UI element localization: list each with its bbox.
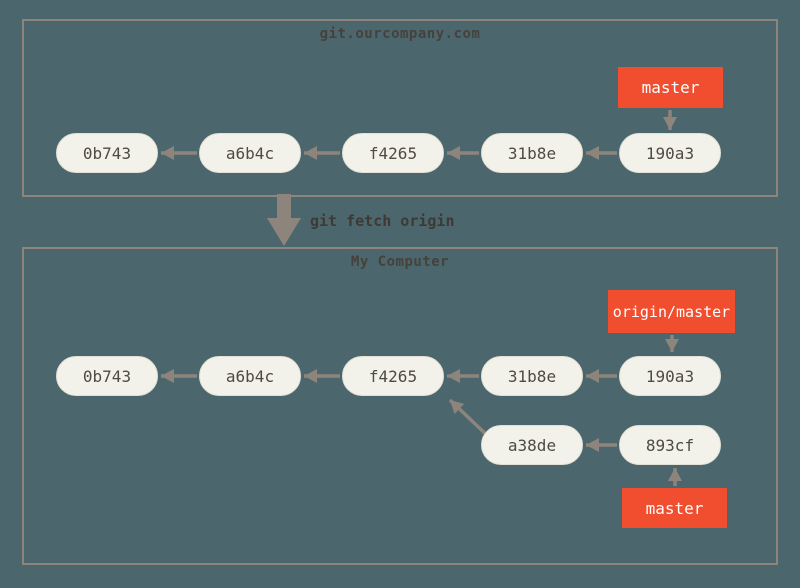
remote-master-branch-label: master: [618, 67, 723, 108]
fetch-command-label: git fetch origin: [310, 212, 455, 230]
commit-node-31b8e-local: 31b8e: [481, 356, 583, 396]
fetch-arrow-icon: [267, 194, 301, 246]
commit-node-f4265-local: f4265: [342, 356, 444, 396]
local-master-branch-label: master: [622, 488, 727, 528]
commit-node-a6b4c: a6b4c: [199, 133, 301, 173]
local-repo-title: My Computer: [350, 254, 450, 270]
origin-master-branch-label: origin/master: [608, 290, 735, 333]
commit-node-190a3-local: 190a3: [619, 356, 721, 396]
commit-node-a6b4c-local: a6b4c: [199, 356, 301, 396]
remote-repo-box: [22, 19, 778, 197]
local-repo-box: [22, 247, 778, 565]
commit-node-31b8e: 31b8e: [481, 133, 583, 173]
commit-node-0b743-local: 0b743: [56, 356, 158, 396]
commit-node-893cf: 893cf: [619, 425, 721, 465]
remote-repo-title: git.ourcompany.com: [319, 26, 481, 42]
commit-node-190a3: 190a3: [619, 133, 721, 173]
commit-node-a38de: a38de: [481, 425, 583, 465]
commit-node-f4265: f4265: [342, 133, 444, 173]
commit-node-0b743: 0b743: [56, 133, 158, 173]
